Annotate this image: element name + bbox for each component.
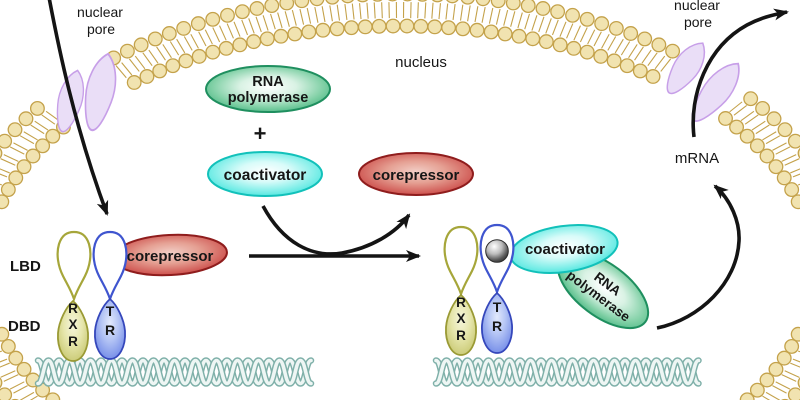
rxr-right-letter: R: [456, 328, 466, 343]
rna-polymerase-free-label-line2: polymerase: [228, 90, 309, 106]
tr-left-letter: R: [105, 322, 115, 338]
pore-petal-icon: [666, 42, 706, 95]
arrow-cofactor-exchange: [261, 205, 411, 256]
rxr-right-letter: R: [456, 295, 466, 310]
corepressor-free: corepressor: [358, 152, 474, 196]
rxr-lbd-right: [443, 225, 479, 298]
rxr-left-letter: R: [68, 334, 78, 349]
nuclear-pore-right-label-line2: pore: [684, 14, 712, 30]
tr-dbd-right: [481, 291, 513, 354]
rna-polymerase-bound: RNA polymerase: [556, 250, 650, 330]
rxr-lbd-left: [56, 230, 92, 303]
rxr-dbd-right: [445, 293, 477, 356]
receptor-complex-active: RNA polymerase coactivator R X R T R: [443, 223, 650, 356]
arrow-transcript-to-mrna: [656, 184, 741, 330]
rxr-left-letter: R: [68, 301, 78, 316]
nucleus-label: nucleus: [395, 54, 447, 71]
rxr-dbd-left: [57, 299, 89, 362]
dbd-label: DBD: [8, 318, 41, 335]
lbd-label: LBD: [10, 258, 41, 275]
arrow-import-through-pore: [47, 0, 109, 216]
tr-right-letter: R: [492, 318, 502, 334]
tr-lbd-left: [92, 230, 128, 303]
corepressor-free-label: corepressor: [373, 167, 460, 184]
pore-petal-icon: [84, 52, 117, 132]
nuclear-pore-left-label-line1: nuclear: [77, 4, 123, 20]
corepressor-free-ellipse: [358, 152, 474, 196]
hormone-ligand-sphere: [485, 239, 509, 263]
rna-polymerase-free-label-line1: RNA: [252, 74, 284, 90]
arrows: [47, 0, 789, 330]
rna-polymerase-free: RNA polymerase: [205, 65, 331, 113]
mrna-label: mRNA: [675, 150, 719, 167]
dna-segment: [34, 357, 315, 387]
tr-right-letter: T: [493, 299, 502, 315]
rna-polymerase-free-ellipse: [205, 65, 331, 113]
coactivator-bound-label: coactivator: [525, 241, 605, 258]
arrow-mrna-export: [691, 8, 789, 138]
coactivator-free-label: coactivator: [224, 167, 307, 184]
plus-sign: +: [254, 121, 267, 146]
dna-double-helix: [34, 357, 702, 387]
coactivator-free-ellipse: [207, 151, 323, 197]
nuclear-pore-left-label-line2: pore: [87, 21, 115, 37]
rxr-right-letter: X: [456, 311, 465, 326]
tr-left-letter: T: [106, 303, 115, 319]
tr-dbd-left: [94, 297, 126, 360]
rxr-left-letter: X: [68, 317, 77, 332]
corepressor-bound-label: corepressor: [127, 248, 214, 265]
coactivator-free: coactivator: [207, 151, 323, 197]
receptor-complex-repressed: corepressor R X R T R: [56, 230, 228, 362]
dna-segment: [432, 357, 702, 387]
nuclear-pore-right-label-line1: nuclear: [674, 0, 720, 13]
